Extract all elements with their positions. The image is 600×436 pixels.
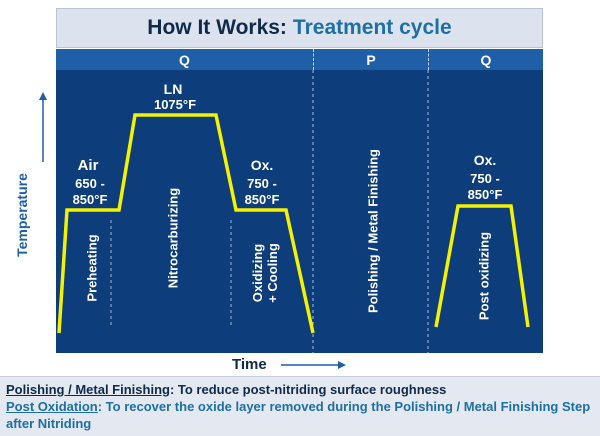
note-polishing: Polishing / Metal Finishing: To reduce p… xyxy=(6,381,594,398)
ox1-range-1: 750 - xyxy=(247,176,277,191)
treatment-curve xyxy=(57,113,315,334)
cycle-svg xyxy=(57,70,530,353)
notes-box: Polishing / Metal Finishing: To reduce p… xyxy=(0,376,600,436)
polishing-label: Polishing / Metal Finishing xyxy=(365,149,381,313)
cycle-plot: Air 650 - 850°F LN 1075°F Ox. 750 - 850°… xyxy=(56,70,543,353)
note-postox-text: : To recover the oxide layer removed dur… xyxy=(6,399,591,431)
phase-row: Q P Q xyxy=(56,49,543,70)
preheating-label: Preheating xyxy=(84,234,100,302)
phase-q-2: Q xyxy=(428,49,543,70)
phase-q-1: Q xyxy=(179,51,190,68)
title-accent: Treatment cycle xyxy=(292,16,452,39)
air-range-1: 650 - xyxy=(75,176,105,191)
post-oxidation-curve xyxy=(434,204,530,328)
ln-temp: 1075°F xyxy=(153,97,197,112)
ln-label: LN xyxy=(163,81,183,97)
x-axis-label: Time xyxy=(232,356,267,373)
note-post-oxidation: Post Oxidation: To recover the oxide lay… xyxy=(6,398,594,432)
title-bar: How It Works: Treatment cycle xyxy=(56,8,543,48)
oxidizing-label: Oxidizing + Cooling xyxy=(250,243,280,303)
ox2-range-2: 850°F xyxy=(467,187,503,202)
y-axis-arrow-icon xyxy=(39,92,47,162)
oxidizing-line1: Oxidizing xyxy=(250,243,265,303)
phase-p: P xyxy=(313,49,428,70)
air-label: Air xyxy=(77,157,99,174)
air-range-2: 850°F xyxy=(72,192,108,207)
post-oxidizing-label: Post oxidizing xyxy=(476,231,492,321)
nitrocarburizing-label: Nitrocarburizing xyxy=(165,187,181,289)
note-polishing-text: : To reduce post-nitriding surface rough… xyxy=(169,382,447,397)
ox2-range-1: 750 - xyxy=(470,171,500,186)
y-axis-label: Temperature xyxy=(14,173,30,257)
x-axis-arrow-icon xyxy=(281,361,346,369)
note-polishing-term: Polishing / Metal Finishing xyxy=(6,382,170,397)
ox2-label: Ox. xyxy=(473,152,497,168)
title-main: How It Works: xyxy=(147,16,287,39)
note-postox-term: Post Oxidation xyxy=(6,399,98,414)
oxidizing-line2: + Cooling xyxy=(265,243,280,303)
ox1-range-2: 850°F xyxy=(244,192,280,207)
ox1-label: Ox. xyxy=(250,157,274,173)
